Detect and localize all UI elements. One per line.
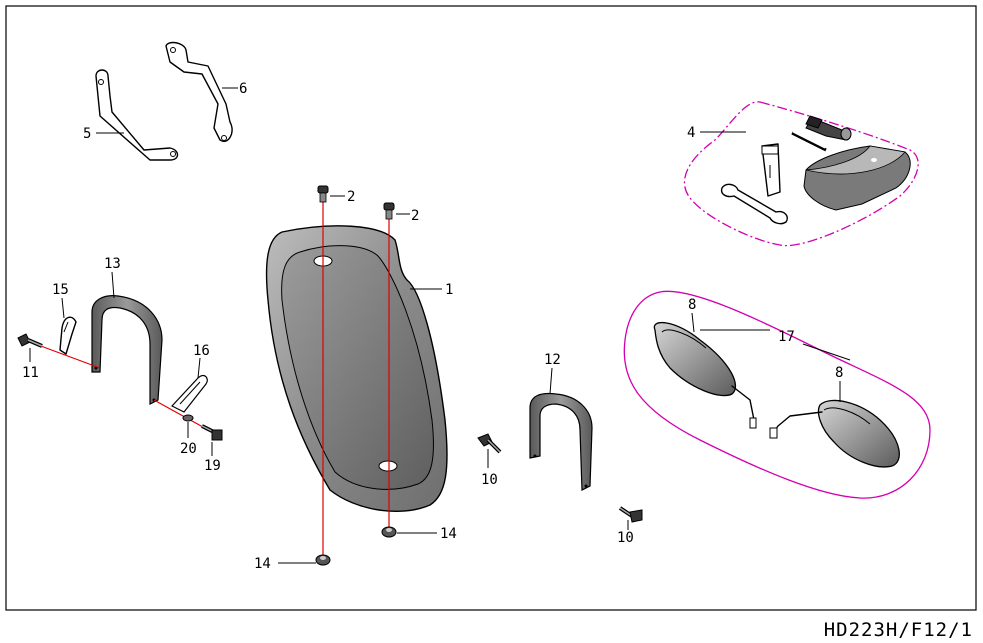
open-end-wrench (720, 183, 788, 225)
plate-16 (171, 374, 208, 413)
toolkit-group-outline (683, 101, 919, 247)
nut-14-bottom-left (315, 554, 331, 566)
callout-10-right: 10 (617, 530, 634, 546)
callout-13: 13 (104, 256, 121, 272)
band-12 (529, 392, 593, 491)
screwdriver-bit (791, 131, 827, 152)
leader-16 (197, 357, 201, 379)
callout-8-right: 8 (835, 365, 843, 381)
callout-17: 17 (778, 329, 795, 345)
clip-15 (59, 316, 77, 355)
leader-15 (61, 297, 65, 319)
bolt-19 (201, 424, 223, 441)
callout-10-middle: 10 (481, 472, 498, 488)
callout-20: 20 (180, 441, 197, 457)
drawing-code: HD223H/F12/1 (823, 619, 973, 641)
bolt-10-middle (477, 433, 502, 454)
screwdriver-handle (805, 115, 852, 141)
leader-8-left (691, 312, 695, 333)
callout-19: 19 (204, 458, 221, 474)
washer-20 (182, 414, 194, 422)
screw-2-right (383, 202, 395, 220)
mirror-8-left (653, 321, 757, 429)
mirror-8-right (769, 399, 900, 468)
callout-14-left: 14 (254, 556, 271, 572)
callout-11: 11 (22, 365, 39, 381)
screw-2-left (317, 185, 329, 203)
callout-12: 12 (544, 352, 561, 368)
spark-plug-wrench (761, 143, 781, 197)
leader-13 (111, 271, 115, 299)
windshield (265, 225, 448, 512)
callout-1: 1 (445, 282, 453, 298)
band-13 (91, 295, 163, 405)
callout-8-left: 8 (688, 297, 696, 313)
callout-16: 16 (193, 343, 210, 359)
bolt-10-right (618, 506, 643, 523)
callout-14-right: 14 (440, 526, 457, 542)
callout-6: 6 (239, 81, 247, 97)
drawing-frame (5, 5, 977, 611)
tool-bag (803, 145, 911, 211)
callout-15: 15 (52, 282, 69, 298)
mirror-group-outline (623, 290, 931, 499)
nut-14-bottom-right (381, 526, 397, 538)
leader-12 (549, 367, 553, 395)
callout-5: 5 (83, 126, 91, 142)
bolt-11 (17, 333, 43, 348)
callout-4: 4 (687, 125, 695, 141)
callout-2-left: 2 (347, 189, 355, 205)
bracket-5 (95, 69, 179, 161)
callout-2-right: 2 (411, 208, 419, 224)
leader-17-right (802, 343, 851, 361)
bracket-6 (165, 41, 233, 143)
